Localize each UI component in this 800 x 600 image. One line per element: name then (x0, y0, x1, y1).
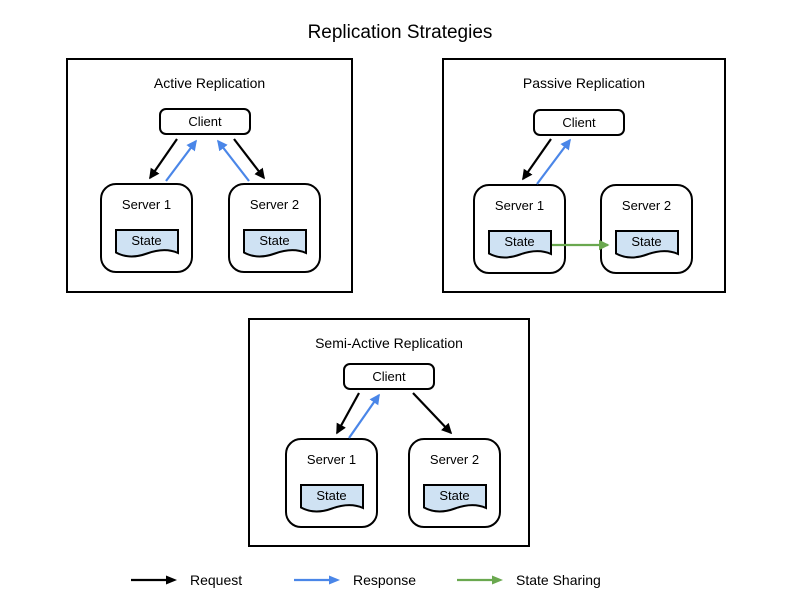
legend-label: Response (353, 572, 417, 588)
panel-passive-replication: Passive Replication Client Server 1 Stat… (442, 58, 726, 293)
diagram-title: Replication Strategies (307, 22, 493, 43)
client-node: Client (343, 363, 435, 390)
server-label: Server 1 (494, 198, 545, 213)
document-shape-icon (242, 229, 307, 258)
request-arrow-icon (131, 575, 177, 585)
server1-node: Server 1 State (285, 438, 378, 528)
server2-node: Server 2 State (600, 184, 693, 274)
document-shape-icon (614, 230, 679, 259)
server-label: Server 2 (429, 452, 480, 467)
legend-label: State Sharing (516, 572, 601, 588)
server1-node: Server 1 State (473, 184, 566, 274)
server-label: Server 1 (121, 197, 172, 212)
server-label: Server 2 (621, 198, 672, 213)
state-sharing-arrow-icon (457, 575, 503, 585)
server-label: Server 1 (306, 452, 357, 467)
state-label: State (504, 234, 535, 249)
document-shape-icon (422, 484, 487, 513)
state-label: State (316, 488, 347, 503)
state-label: State (439, 488, 470, 503)
client-label: Client (372, 369, 406, 384)
legend-label: Request (190, 572, 243, 588)
response-arrow-icon (294, 575, 340, 585)
state-document: State (614, 230, 679, 260)
panel-title: Semi-Active Replication (315, 335, 463, 351)
state-document: State (242, 229, 307, 259)
state-document: State (299, 484, 364, 514)
legend-item-response: Response (293, 572, 416, 588)
server1-node: Server 1 State (100, 183, 193, 273)
panel-title: Active Replication (153, 75, 266, 91)
client-label: Client (188, 114, 222, 129)
document-shape-icon (114, 229, 179, 258)
panel-active-replication: Active Replication Client Server 1 State… (66, 58, 353, 293)
client-node: Client (159, 108, 251, 135)
state-label: State (631, 234, 662, 249)
legend-item-request: Request (130, 572, 242, 588)
client-label: Client (562, 115, 596, 130)
state-document: State (422, 484, 487, 514)
state-document: State (114, 229, 179, 259)
state-document: State (487, 230, 552, 260)
document-shape-icon (299, 484, 364, 513)
server2-node: Server 2 State (228, 183, 321, 273)
state-label: State (131, 233, 162, 248)
state-label: State (259, 233, 290, 248)
panel-title: Passive Replication (522, 75, 646, 91)
legend-item-state-sharing: State Sharing (456, 572, 601, 588)
panel-semi-active-replication: Semi-Active Replication Client Server 1 … (248, 318, 530, 547)
client-node: Client (533, 109, 625, 136)
server2-node: Server 2 State (408, 438, 501, 528)
server-label: Server 2 (249, 197, 300, 212)
document-shape-icon (487, 230, 552, 259)
